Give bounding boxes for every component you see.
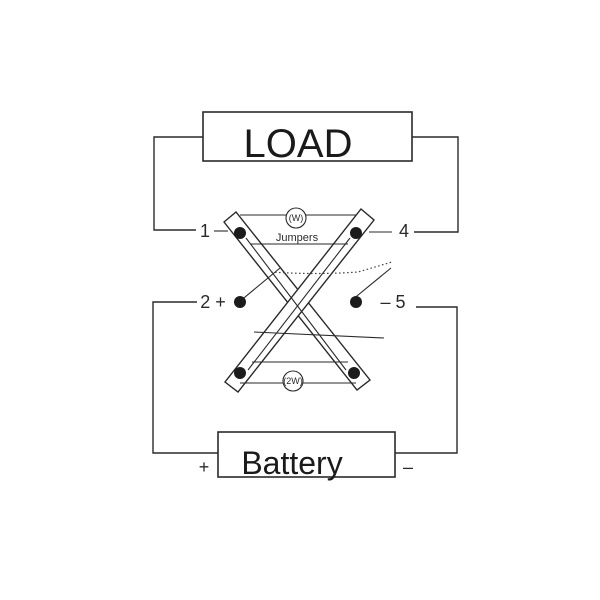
inner-wire-c <box>238 267 281 303</box>
inner-wire-b <box>247 237 351 371</box>
switch-dotted-line <box>270 261 393 275</box>
bottom-lamp-icon <box>282 370 304 392</box>
jumpers-label: Jumpers <box>276 232 319 244</box>
battery-box <box>217 431 396 478</box>
wire-load-to-1 <box>153 136 203 231</box>
terminal-4-screw <box>350 227 362 239</box>
top-lamp-icon <box>285 207 307 229</box>
terminal-3-screw <box>234 367 246 379</box>
battery-label: Battery <box>241 445 342 481</box>
terminal-2-label: 2 + <box>200 292 226 312</box>
wire-load-to-4 <box>412 136 459 233</box>
terminal-4-label: 4 <box>399 221 409 241</box>
wire-battery-to-2 <box>152 301 218 454</box>
load-label: LOAD <box>244 122 353 166</box>
wire-battery-to-5 <box>395 306 458 454</box>
terminal-1-label: 1 <box>200 221 210 241</box>
load-box <box>202 111 413 162</box>
terminal-6-screw <box>348 367 360 379</box>
terminal-5-screw <box>350 296 362 308</box>
top-lamp-marker: (W) <box>289 213 304 223</box>
inner-wire-e <box>351 267 392 301</box>
terminal-2-screw <box>234 296 246 308</box>
terminal-5-label: – 5 <box>380 292 405 312</box>
bottom-lamp-marker: (2W) <box>283 376 303 386</box>
terminal-1-screw <box>234 227 246 239</box>
inner-wire-d <box>253 331 385 339</box>
inner-wire-a <box>245 237 347 371</box>
battery-negative-sign: – <box>403 457 413 477</box>
battery-positive-sign: + <box>199 457 210 477</box>
